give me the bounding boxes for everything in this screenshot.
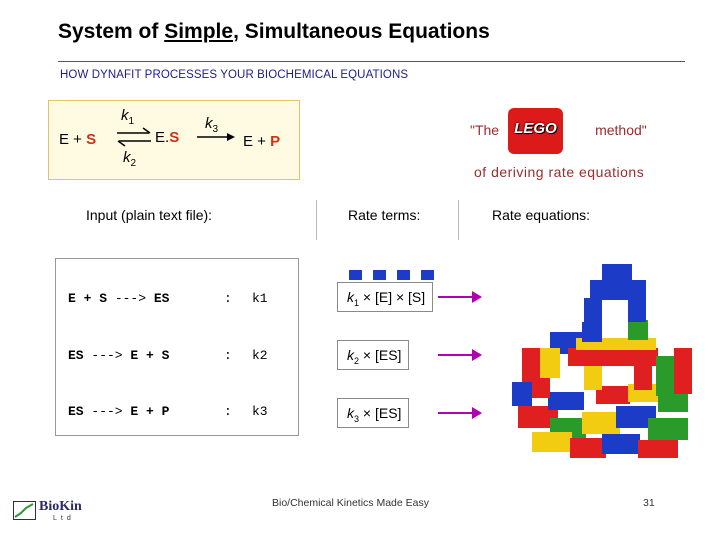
equilibrium-arrows-icon	[117, 127, 151, 147]
slide-subtitle: HOW DYNAFIT PROCESSES YOUR BIOCHEMICAL E…	[60, 69, 409, 81]
separator: :	[224, 291, 232, 306]
rate-term-2: k2 × [ES]	[337, 340, 410, 370]
separator: :	[224, 404, 232, 419]
arrow-icon	[438, 349, 482, 361]
footer-caption: Bio/Chemical Kinetics Made Easy	[272, 497, 429, 509]
products: E + P	[243, 133, 281, 150]
input-line-1: E + S ---> ES	[68, 291, 170, 306]
input-text-box: E + S ---> ES : k1 ES ---> E + S : k2 ES…	[55, 258, 299, 436]
rate-term-1: k1 × [E] × [S]	[337, 282, 434, 312]
arrow-icon	[438, 407, 482, 419]
rate-constant: k2	[252, 348, 268, 363]
rate-constant: k1	[252, 291, 268, 306]
biokin-logo: BioKin Ltd	[13, 499, 93, 525]
complex: E.S	[155, 129, 180, 146]
forward-arrow-icon	[197, 133, 235, 141]
lego-note-subline: of deriving rate equations	[474, 164, 645, 180]
k1-label: k1	[121, 107, 135, 127]
rate-equations-column-header: Rate equations:	[492, 207, 591, 223]
input-line-3: ES ---> E + P	[68, 404, 170, 419]
page-number: 31	[643, 497, 655, 509]
rate-constant: k3	[252, 404, 268, 419]
separator: :	[224, 348, 232, 363]
slide-title: System of Simple, Simultaneous Equations	[58, 20, 490, 43]
lego-bricks-illustration	[512, 264, 692, 458]
lego-brick-studs-icon	[347, 270, 434, 280]
rate-term-3: k3 × [ES]	[337, 398, 410, 428]
k2-label: k2	[123, 149, 137, 169]
arrow-icon	[438, 291, 482, 303]
reaction-scheme-box: E + S k1 k2 E.S k3 E + P	[48, 100, 300, 180]
rate-terms-column-header: Rate terms:	[348, 207, 421, 223]
input-column-header: Input (plain text file):	[86, 207, 213, 223]
reactants: E + S	[59, 131, 97, 148]
column-divider	[316, 200, 317, 240]
k3-label: k3	[205, 115, 219, 135]
biokin-chart-icon	[13, 501, 36, 520]
lego-logo: LEGO	[508, 108, 563, 154]
column-divider	[458, 200, 459, 240]
input-line-2: ES ---> E + S	[68, 348, 170, 363]
title-divider	[58, 61, 685, 62]
